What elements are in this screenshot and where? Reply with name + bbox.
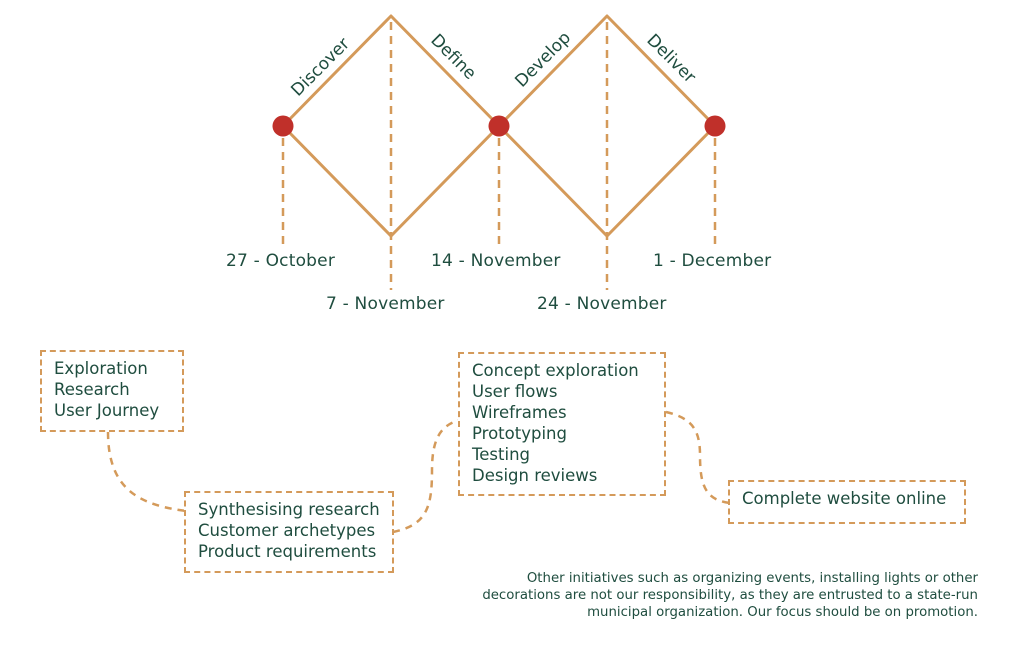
list-item: Synthesising research [198,500,380,519]
connector-define-to-develop [392,418,461,534]
connector-develop-to-deliver [665,410,731,505]
list-item: Prototyping [472,424,567,443]
list-item: Customer archetypes [198,521,376,540]
date-guides [281,22,717,290]
list-item: Concept exploration [472,361,639,380]
develop-activities-box: Concept exploration User flows Wireframe… [458,352,666,496]
list-item: Product requirements [198,542,377,561]
list-item: Testing [472,445,531,464]
date-label-start: 27 - October [226,251,336,271]
discover-activities-box: Exploration Research User Journey [40,350,184,432]
list-item: User Journey [54,401,160,420]
list-item: Exploration [54,359,148,378]
list-item: Design reviews [472,466,598,485]
list-item: Research [54,380,130,399]
milestone-node-end [704,115,726,137]
date-label-middle: 14 - November [431,251,561,271]
list-item: Complete website online [742,489,947,508]
milestone-nodes [272,115,726,137]
date-label-diamond-2-peak: 24 - November [537,294,667,314]
date-label-diamond-1-peak: 7 - November [326,294,445,314]
connectors [106,410,731,534]
list-item: Wireframes [472,403,567,422]
phase-label-discover: Discover [287,34,353,100]
connector-discover-to-define [106,431,187,513]
responsibility-note: Other initiatives such as organizing eve… [482,571,978,620]
date-label-end: 1 - December [653,251,772,271]
milestone-node-middle [488,115,510,137]
define-activities-box: Synthesising research Customer archetype… [184,491,394,573]
list-item: User flows [472,382,558,401]
deliver-activities-box: Complete website online [728,480,966,524]
phase-label-define: Define [426,30,479,83]
milestone-node-start [272,115,294,137]
